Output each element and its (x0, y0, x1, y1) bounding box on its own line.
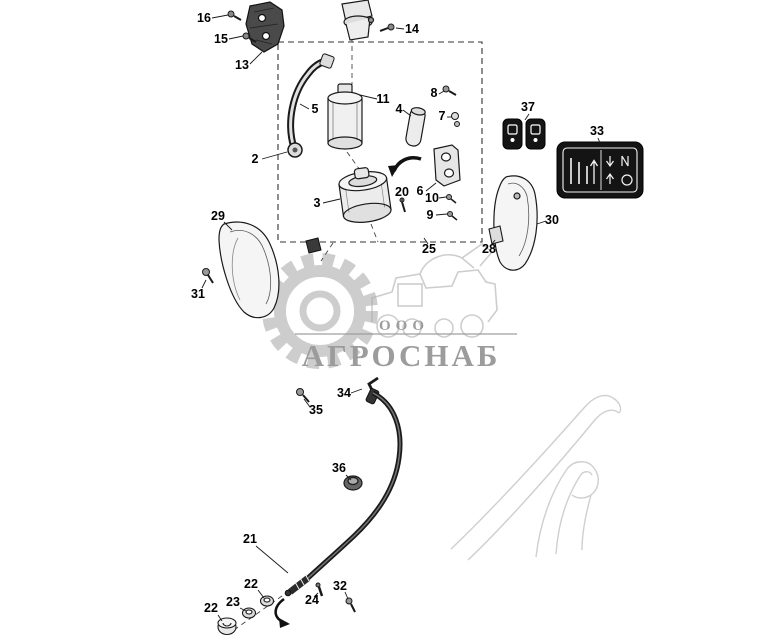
part-14-screw (379, 23, 395, 32)
watermark-company-name: АГРОСНАБ (302, 338, 501, 373)
part-label-34: 34 (337, 386, 351, 400)
machine-ghost-outline (450, 394, 622, 561)
part-label-31: 31 (191, 287, 205, 301)
part-3-fuel-pump (338, 167, 392, 223)
part-label-3: 3 (314, 196, 321, 210)
part-label-32: 32 (333, 579, 347, 593)
part-label-33: 33 (590, 124, 604, 138)
part-label-30: 30 (545, 213, 559, 227)
part-2-fuel-hose (287, 53, 335, 158)
part-label-6: 6 (417, 184, 424, 198)
part-35-screw (296, 388, 310, 403)
part-21-throttle-cable (284, 376, 403, 597)
part-10-screw (446, 194, 457, 204)
part-label-15: 15 (214, 32, 228, 46)
rotation-arrow (388, 156, 422, 177)
part-label-9: 9 (427, 208, 434, 222)
part-32-screw (345, 597, 356, 613)
part-label-20: 20 (395, 185, 409, 199)
part-30-cover (493, 175, 538, 271)
part-label-14: 14 (405, 22, 419, 36)
assembly-boundary-box (277, 41, 483, 243)
part-33-control-panel (556, 141, 644, 199)
part-label-13: 13 (235, 58, 249, 72)
part-label-25: 25 (422, 242, 436, 256)
part-label-22b: 22 (204, 601, 218, 615)
part-label-24: 24 (305, 593, 319, 607)
part-28-clip (488, 225, 504, 245)
part-23-washer (241, 607, 257, 619)
part-label-7: 7 (439, 109, 446, 123)
part-7-nut (451, 112, 460, 127)
part-16-screw (227, 10, 242, 21)
part-label-21: 21 (243, 532, 257, 546)
mounting-clip (305, 237, 322, 254)
part-8-screw (442, 85, 457, 96)
watermark-org-form: ООО (379, 318, 429, 334)
cable-rotation-arrow (274, 597, 290, 628)
part-labels: 16 15 13 14 2 5 11 4 8 7 37 33 6 20 10 9… (191, 11, 604, 615)
part-22-washer-upper (259, 595, 275, 607)
part-6-bracket (433, 144, 461, 187)
part-label-11: 11 (376, 92, 389, 106)
part-label-16: 16 (197, 11, 211, 25)
part-label-4: 4 (396, 102, 403, 116)
part-label-2: 2 (252, 152, 259, 166)
part-label-29: 29 (211, 209, 225, 223)
part-22-cap-lower (217, 617, 237, 636)
watermark: ООО АГРОСНАБ (262, 243, 517, 373)
part-31-screw (202, 268, 214, 284)
watermark-tractor-icon (371, 243, 498, 338)
part-37-connectors (502, 118, 546, 150)
part-13-bracket (245, 1, 285, 53)
part-24-pin (315, 582, 324, 597)
part-label-8: 8 (431, 86, 438, 100)
part-label-22a: 22 (244, 577, 258, 591)
part-label-23: 23 (226, 595, 240, 609)
part-29-cover (218, 221, 280, 319)
part-label-37: 37 (521, 100, 535, 114)
part-9-screw (447, 211, 458, 221)
leader-lines (201, 14, 601, 622)
watermark-gear-icon (262, 253, 378, 369)
part-label-35: 35 (309, 403, 323, 417)
hose-clamp-fitting (341, 0, 375, 41)
part-label-5: 5 (312, 102, 319, 116)
part-label-10: 10 (425, 191, 439, 205)
part-label-36: 36 (332, 461, 346, 475)
part-4-bushing (405, 107, 426, 147)
part-36-grommet (343, 475, 363, 491)
part-20-pin (399, 197, 406, 213)
part-11-filter (327, 83, 363, 150)
part-label-28: 28 (482, 242, 496, 256)
